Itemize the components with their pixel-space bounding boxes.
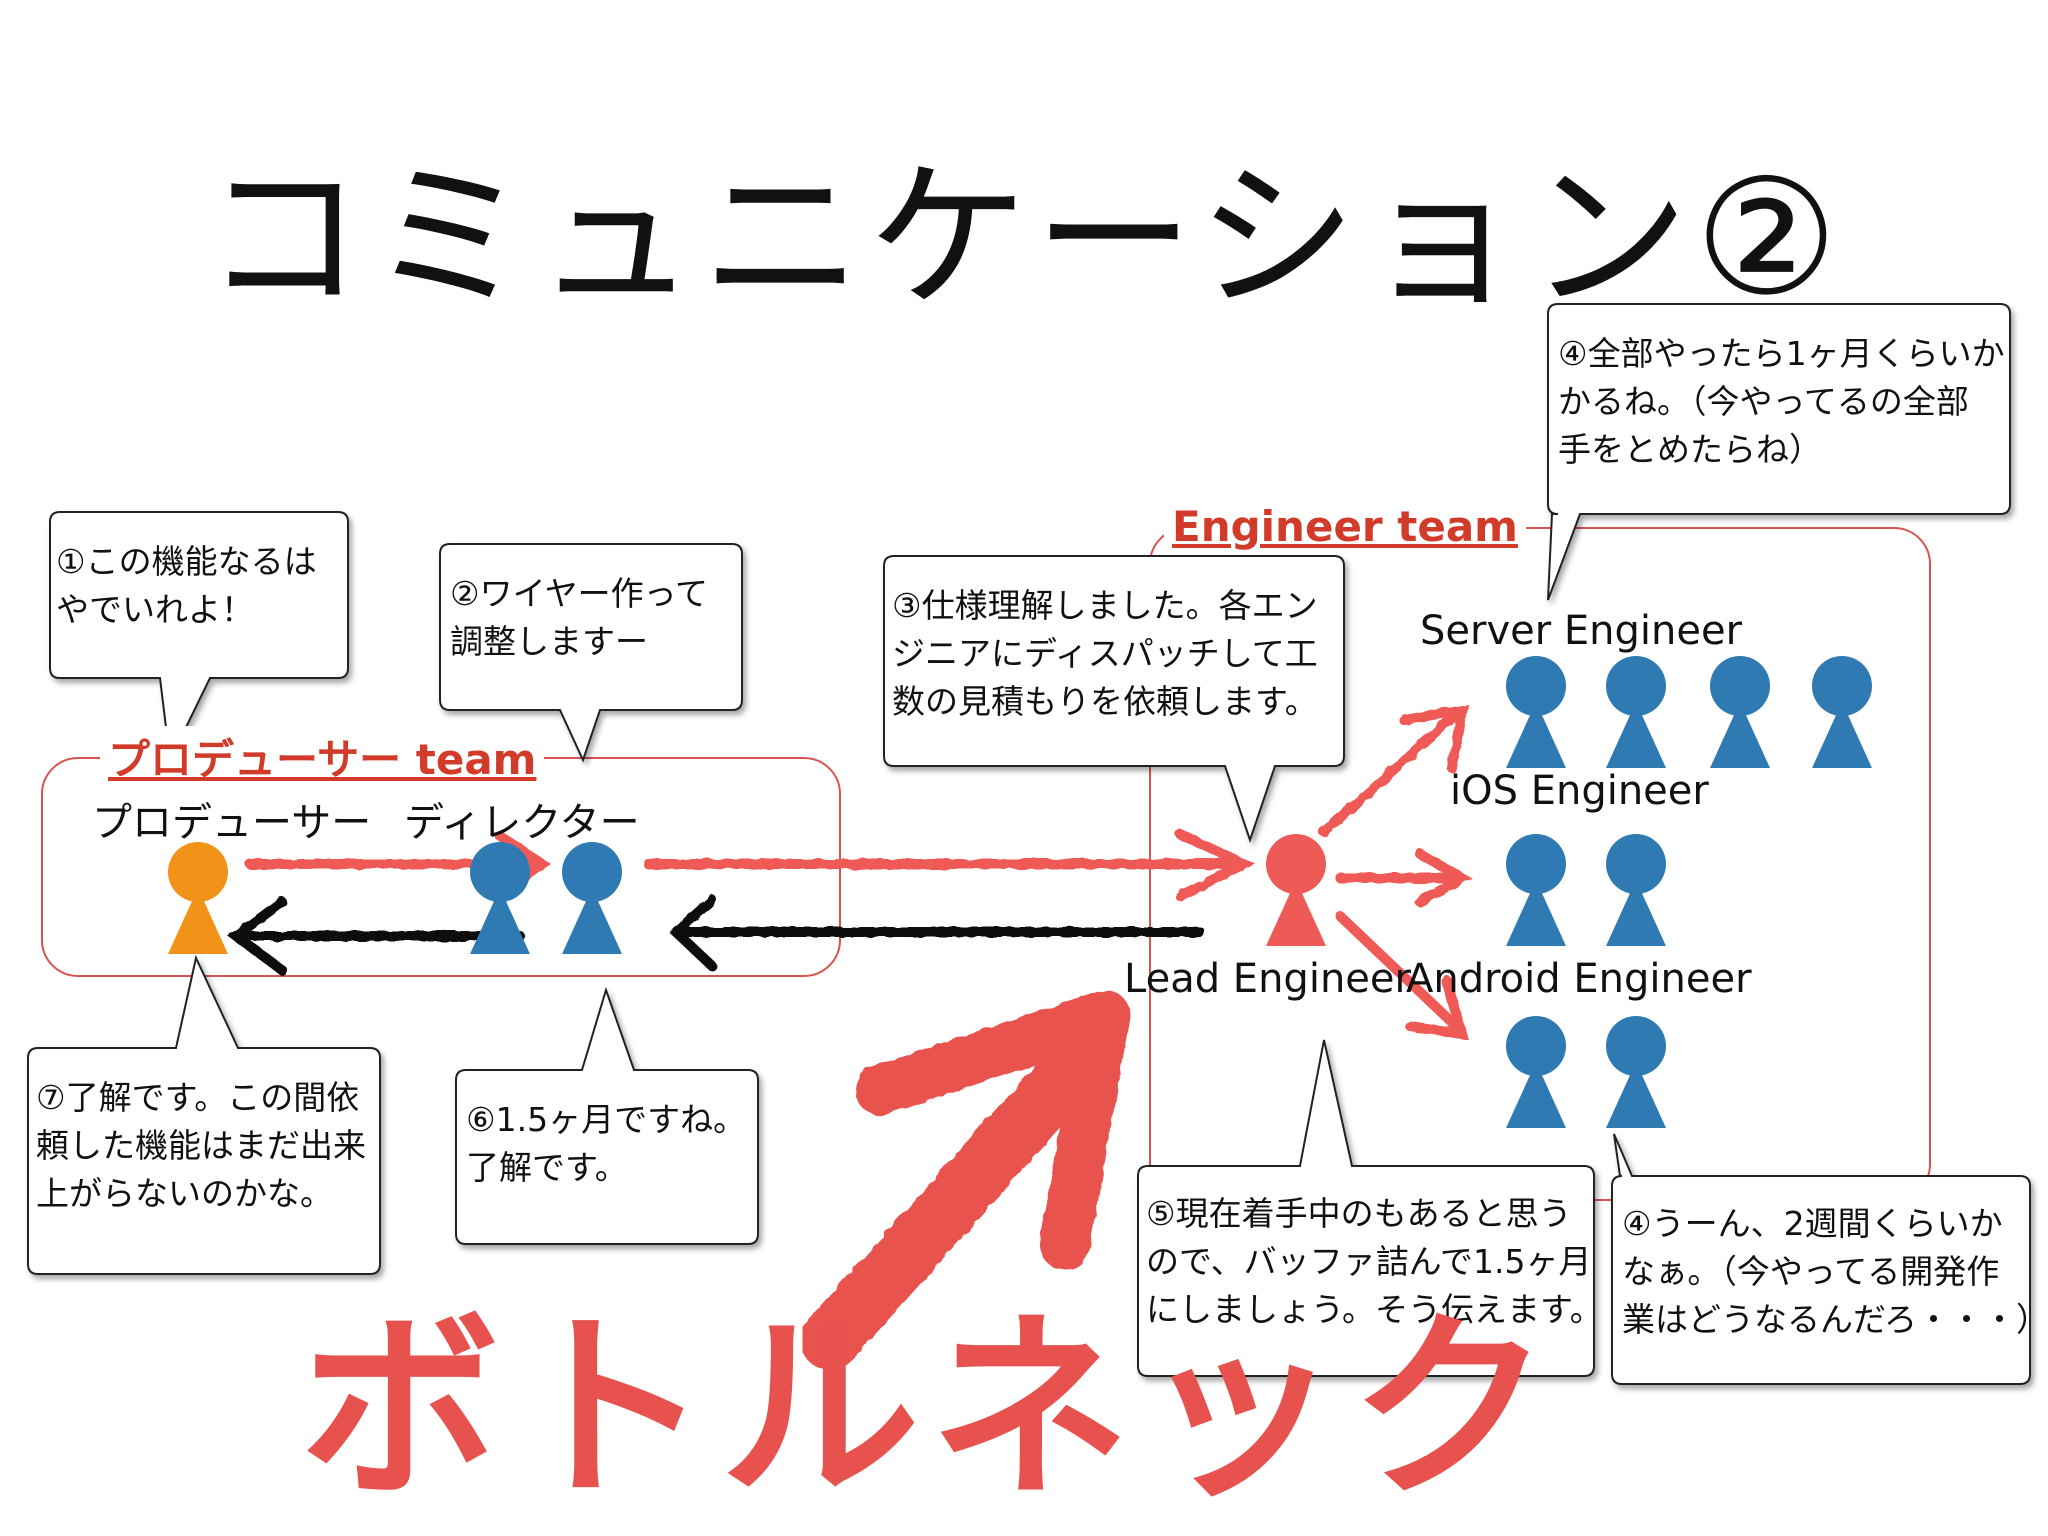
bubble-5 bbox=[1137, 1039, 1595, 1377]
person-ios-1 bbox=[1506, 834, 1566, 946]
arrow-lead-to-server bbox=[1319, 703, 1469, 837]
person-server-4 bbox=[1812, 656, 1872, 768]
engineer-team-label: Engineer team bbox=[1164, 502, 1526, 551]
android-engineer-label: Android Engineer bbox=[1406, 956, 1752, 1002]
person-server-1 bbox=[1506, 656, 1566, 768]
backward-arrows bbox=[227, 895, 1205, 975]
arrow-lead-to-ios bbox=[1335, 849, 1473, 907]
bubble-2 bbox=[439, 543, 743, 763]
person-android-2 bbox=[1606, 1016, 1666, 1128]
bottleneck-text: ボトルネック bbox=[300, 1293, 1561, 1526]
person-producer bbox=[168, 842, 228, 954]
bubble-1 bbox=[49, 511, 349, 764]
producer-label: プロデューサー bbox=[92, 800, 372, 846]
lead-engineer-label: Lead Engineer bbox=[1124, 956, 1411, 1002]
bubble-3-text: ③仕様理解しました。各エン ジニアにディスパッチして工 数の見積もりを依頼します… bbox=[892, 586, 1318, 721]
forward-arrows bbox=[245, 703, 1473, 1041]
person-director bbox=[562, 842, 622, 954]
bubble-4b-text: ④うーん、2週間くらいか なぁ。（今やってる開発作 業はどうなるんだろ・・・） bbox=[1622, 1204, 2048, 1339]
bubble-3 bbox=[883, 555, 1345, 844]
ios-engineer-label: iOS Engineer bbox=[1450, 768, 1709, 814]
person-lead-engineer bbox=[1266, 834, 1326, 946]
person-server-2 bbox=[1606, 656, 1666, 768]
bubble-2-text: ②ワイヤー作って 調整しますー bbox=[450, 574, 708, 661]
bubble-4b bbox=[1611, 1133, 2031, 1385]
person-android-1 bbox=[1506, 1016, 1566, 1128]
bubble-7-text: ⑦了解です。この間依 頼した機能はまだ出来 上がらないのかな。 bbox=[36, 1078, 366, 1213]
server-engineer-label: Server Engineer bbox=[1420, 608, 1743, 654]
bubble-4a-text: ④全部やったら1ヶ月くらいか かるね。（今やってるの全部 手をとめたらね） bbox=[1558, 334, 2005, 469]
bubble-5-text: ⑤現在着手中のもあると思う ので、バッファ詰んで1.5ヶ月 にしましょう。そう伝… bbox=[1146, 1194, 1603, 1329]
slide-title: コミュニケーション② bbox=[203, 144, 1845, 331]
android-engineers bbox=[1506, 1016, 1666, 1128]
bubble-1-text: ①この機能なるは やでいれよ！ bbox=[56, 542, 317, 629]
arrow-director-to-producer bbox=[227, 897, 525, 975]
bubble-6 bbox=[455, 986, 759, 1245]
person-server-3 bbox=[1710, 656, 1770, 768]
arrow-lead-to-android bbox=[1335, 911, 1470, 1041]
person-ios-2 bbox=[1606, 834, 1666, 946]
producer-team-label: プロデューサー team bbox=[100, 726, 545, 787]
server-engineers bbox=[1506, 656, 1872, 768]
bubble-7 bbox=[27, 954, 381, 1275]
arrow-lead-to-director bbox=[668, 895, 1205, 971]
director-label: ディレクター bbox=[404, 800, 640, 846]
ios-engineers bbox=[1506, 834, 1666, 946]
arrow-director-to-lead bbox=[643, 829, 1256, 901]
bottleneck-arrow bbox=[800, 990, 1130, 1370]
bubble-6-text: ⑥1.5ヶ月ですね。 了解です。 bbox=[466, 1100, 747, 1187]
person-director-back bbox=[470, 842, 530, 954]
bubble-4a bbox=[1547, 303, 2011, 601]
